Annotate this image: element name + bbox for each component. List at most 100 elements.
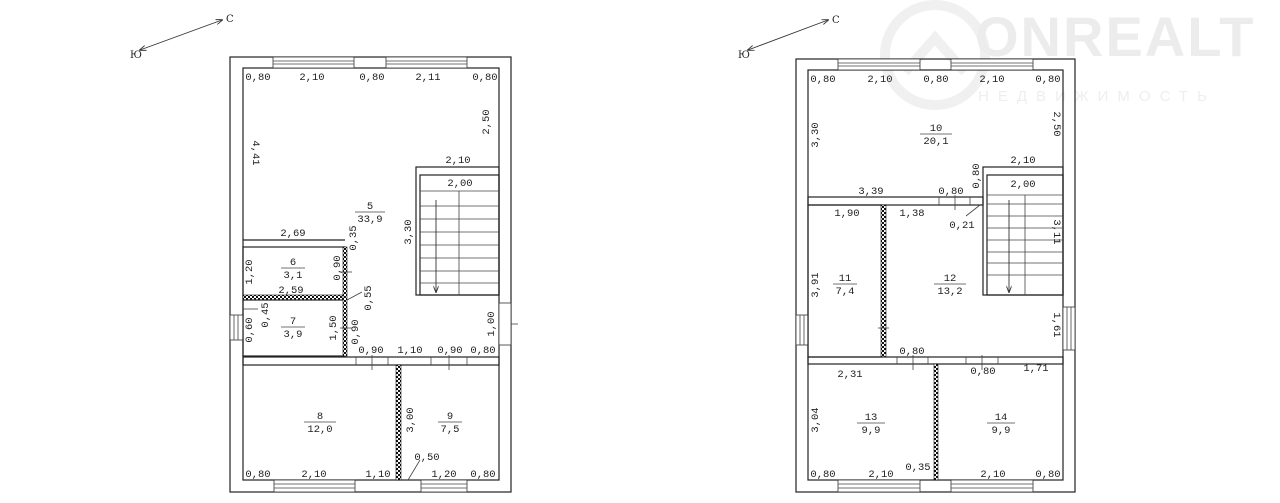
watermark-logo: ONREALT НЕДВИЖИМОСТЬ xyxy=(880,0,1256,110)
room-number: 5 xyxy=(367,201,373,213)
dimension-label: 0,80 xyxy=(1035,74,1060,86)
dimension-label: 2,10 xyxy=(1010,155,1035,167)
dimension-label: 2,69 xyxy=(280,228,305,240)
dimension-label: 1,00 xyxy=(486,311,498,336)
dimension-label: 3,00 xyxy=(405,407,417,432)
staircase xyxy=(982,166,1064,296)
dimension-label: 0,80 xyxy=(1035,469,1060,481)
dimension-label: 1,71 xyxy=(1023,363,1048,375)
dimension-label: 0,80 xyxy=(245,72,270,84)
dimension-label: 0,45 xyxy=(260,302,272,327)
room-number: 11 xyxy=(839,273,852,285)
dimension-label: 3,30 xyxy=(810,122,822,147)
dimension-label: 0,80 xyxy=(470,469,495,481)
dimension-label: 3,91 xyxy=(810,272,822,297)
dimension-label: 2,59 xyxy=(278,285,303,297)
dimension-label: 0,80 xyxy=(923,74,948,86)
dimension-label: 1,61 xyxy=(1050,312,1062,337)
outer-wall xyxy=(795,58,1076,493)
dimension-label: 1,90 xyxy=(834,208,859,220)
room-number: 12 xyxy=(944,273,957,285)
dimension-label: 0,80 xyxy=(970,366,995,378)
dimension-label: 1,38 xyxy=(899,208,924,220)
watermark-subtitle: НЕДВИЖИМОСТЬ xyxy=(978,88,1216,105)
dimension-label: 3,30 xyxy=(403,219,415,244)
windows xyxy=(229,56,518,493)
watermark-brand: ONREALT xyxy=(975,5,1256,68)
room-label-11: 117,4 xyxy=(833,273,857,298)
dimension-label: 2,11 xyxy=(415,72,440,84)
room-label-6: 63,1 xyxy=(281,257,305,282)
room-label-5: 533,9 xyxy=(355,201,385,226)
compass-south-label: Ю xyxy=(738,50,750,61)
room-area: 3,9 xyxy=(284,329,303,341)
room-area: 12,0 xyxy=(307,424,332,436)
dimension-label: 2,00 xyxy=(447,178,472,190)
dimension-label: 1,10 xyxy=(365,469,390,481)
room-number: 7 xyxy=(290,316,296,328)
dimension-label: 3,39 xyxy=(858,186,883,198)
room-area: 9,9 xyxy=(992,425,1011,437)
compass-north-label: С xyxy=(832,15,840,26)
dimension-label: 2,50 xyxy=(481,109,493,134)
dimension-label: 0,80 xyxy=(899,346,924,358)
dimension-label: 3,04 xyxy=(810,407,822,432)
room-area: 13,2 xyxy=(937,286,962,298)
compass-south-label: Ю xyxy=(130,50,142,61)
compass-arrow-icon xyxy=(748,20,828,50)
dimension-label: 0,80 xyxy=(359,72,384,84)
windows xyxy=(795,58,1076,493)
dimension-label: 2,50 xyxy=(1050,111,1062,136)
dimension-label: 0,21 xyxy=(949,220,974,232)
dimension-label: 0,80 xyxy=(245,469,270,481)
compass-left: Ю С xyxy=(130,14,234,61)
dimension-label: 2,00 xyxy=(1010,179,1035,191)
compass-north-label: С xyxy=(226,14,234,25)
dimension-label: 0,60 xyxy=(244,317,256,342)
dimension-label: 4,41 xyxy=(249,140,261,165)
dimension-labels: 0,80 2,10 0,80 2,10 0,80 3,30 2,50 2,10 … xyxy=(810,74,1062,481)
dimension-label: 0,80 xyxy=(938,186,963,198)
room-area: 9,9 xyxy=(862,425,881,437)
dimension-label: 1,20 xyxy=(431,469,456,481)
room-area: 3,1 xyxy=(284,270,303,282)
room-number: 8 xyxy=(317,411,323,423)
dimension-label: 2,10 xyxy=(980,469,1005,481)
dimension-label: 1,50 xyxy=(328,315,340,340)
dimension-label: 2,10 xyxy=(301,469,326,481)
dimension-label: 1,20 xyxy=(244,259,256,284)
dimension-label: 0,90 xyxy=(358,345,383,357)
dimension-label: 2,10 xyxy=(867,74,892,86)
room-area: 20,1 xyxy=(923,136,948,148)
dimension-label: 0,90 xyxy=(437,345,462,357)
room-label-9: 97,5 xyxy=(438,411,462,436)
dimension-label: 2,10 xyxy=(445,155,470,167)
dimension-label: 0,90 xyxy=(332,255,344,280)
dimension-label: 0,35 xyxy=(905,462,930,474)
dimension-label: 3,11 xyxy=(1050,219,1062,244)
dimension-label: 0,80 xyxy=(810,74,835,86)
staircase xyxy=(415,166,500,296)
dimension-label: 0,90 xyxy=(350,319,362,344)
dimension-label: 0,55 xyxy=(363,285,375,310)
inner-wall xyxy=(242,67,500,481)
room-number: 6 xyxy=(290,257,296,269)
dimension-label: 0,35 xyxy=(348,225,360,250)
dimension-label: 0,80 xyxy=(971,163,983,188)
room-number: 13 xyxy=(865,412,878,424)
outer-wall xyxy=(229,56,512,493)
room-number: 14 xyxy=(995,412,1008,424)
room-area: 7,5 xyxy=(441,424,460,436)
room-number: 9 xyxy=(447,411,453,423)
dimension-labels: 0,80 2,10 0,80 2,11 0,80 4,41 2,50 2,10 … xyxy=(244,72,498,481)
dimension-label: 1,10 xyxy=(397,345,422,357)
room-area: 7,4 xyxy=(836,286,855,298)
dimension-label: 2,10 xyxy=(868,469,893,481)
compass-right: Ю С xyxy=(738,15,840,61)
room-label-14: 149,9 xyxy=(987,412,1015,437)
dimension-label: 0,80 xyxy=(810,469,835,481)
